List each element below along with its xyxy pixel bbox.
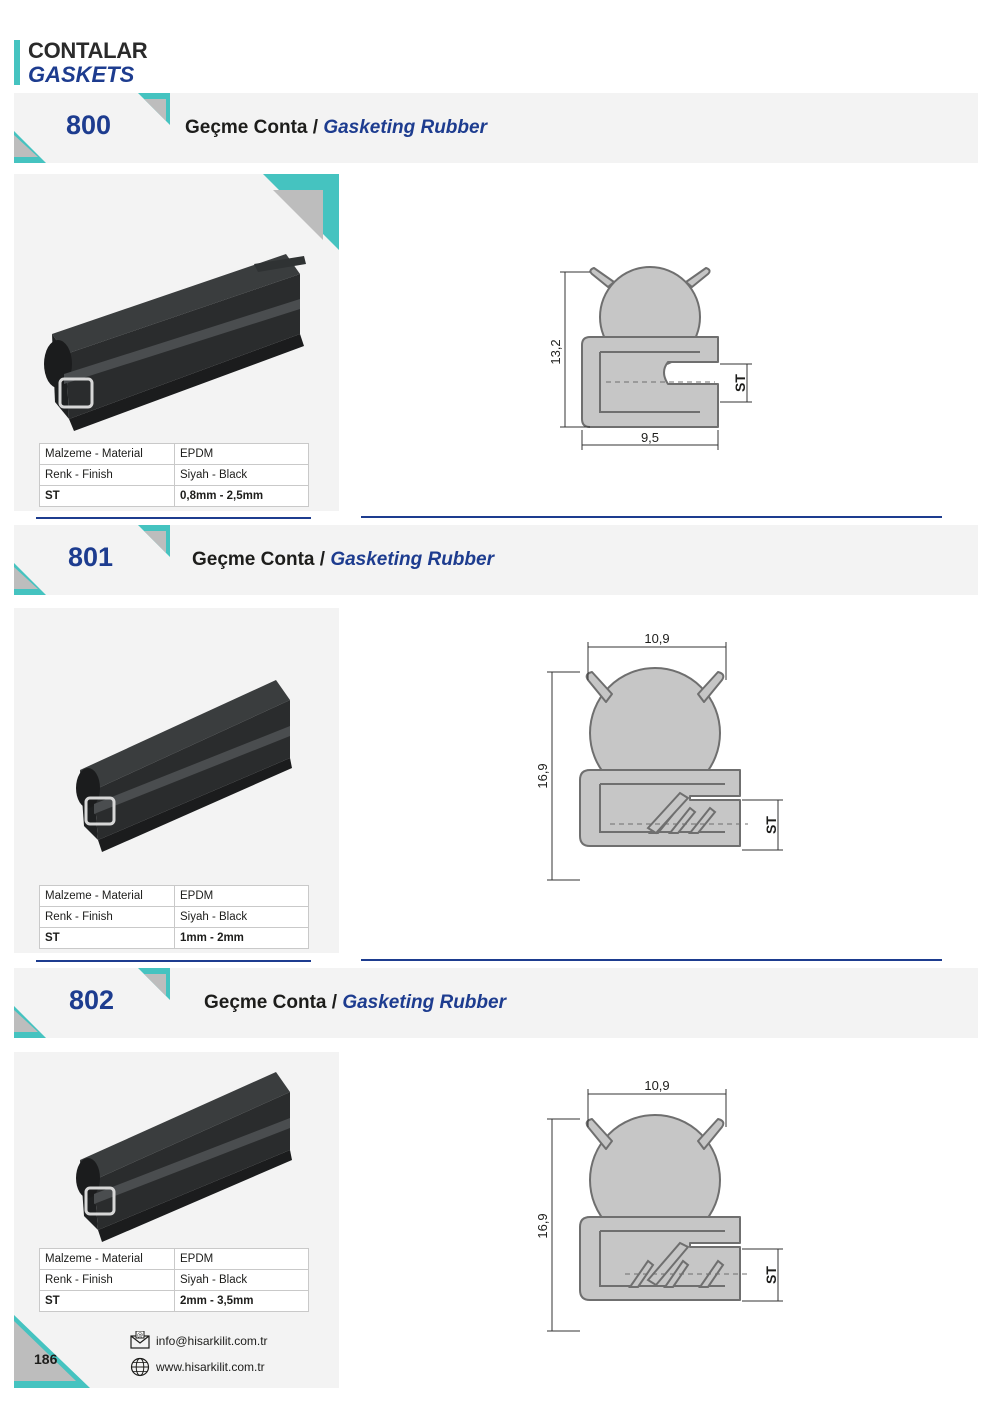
section-header-800: 800 Geçme Conta / Gasketing Rubber	[14, 93, 978, 163]
divider	[361, 959, 942, 961]
corner-accent-icon	[14, 131, 46, 163]
dimension-width-label: 10,9	[644, 631, 669, 646]
divider	[36, 960, 311, 962]
corner-accent-icon	[14, 1315, 90, 1388]
dimension-height-label: 16,9	[535, 763, 550, 788]
page-title: CONTALAR	[28, 38, 148, 63]
gasket-profile-drawing-802: 16,9 10,9 ST	[535, 1078, 783, 1332]
product-title: Geçme Conta / Gasketing Rubber	[185, 117, 487, 138]
corner-accent-icon	[138, 525, 170, 557]
gasket-profile-drawing-801: 16,9 10,9 ST	[535, 631, 783, 881]
corner-accent-icon	[138, 968, 170, 1000]
corner-accent-icon	[14, 1006, 46, 1038]
gasket-product-photo	[76, 680, 292, 852]
product-title: Geçme Conta / Gasketing Rubber	[192, 549, 494, 570]
dimension-height-label: 16,9	[535, 1213, 550, 1238]
dimension-st-label: ST	[763, 1266, 779, 1284]
corner-accent-icon	[263, 174, 339, 250]
product-code: 801	[68, 542, 114, 572]
dimension-st-label: ST	[763, 816, 779, 834]
divider	[361, 516, 942, 518]
dimension-width-label: 9,5	[641, 430, 659, 445]
section-header-801: 801 Geçme Conta / Gasketing Rubber	[14, 525, 978, 595]
page-subtitle: GASKETS	[28, 62, 135, 87]
product-code: 800	[66, 110, 112, 140]
dimension-width-label: 10,9	[644, 1078, 669, 1093]
svg-text:@: @	[137, 1332, 143, 1339]
gasket-product-photo	[44, 254, 306, 431]
dimension-st-label: ST	[732, 374, 748, 392]
header-accent-bar	[14, 40, 20, 85]
page-number: 186	[34, 1351, 58, 1367]
envelope-icon: @	[130, 1331, 150, 1349]
divider	[36, 517, 311, 519]
product-title: Geçme Conta / Gasketing Rubber	[204, 992, 506, 1013]
corner-accent-icon	[14, 563, 46, 595]
section-header-802: 802 Geçme Conta / Gasketing Rubber	[14, 968, 978, 1038]
page-number-badge: 186	[14, 1315, 90, 1388]
globe-icon	[130, 1357, 150, 1377]
gasket-product-photo	[76, 1072, 292, 1242]
dimension-height-label: 13,2	[548, 339, 563, 364]
corner-accent-icon	[138, 93, 170, 125]
gasket-profile-drawing-800: 13,2 9,5 ST	[548, 266, 752, 450]
product-code: 802	[69, 985, 115, 1015]
